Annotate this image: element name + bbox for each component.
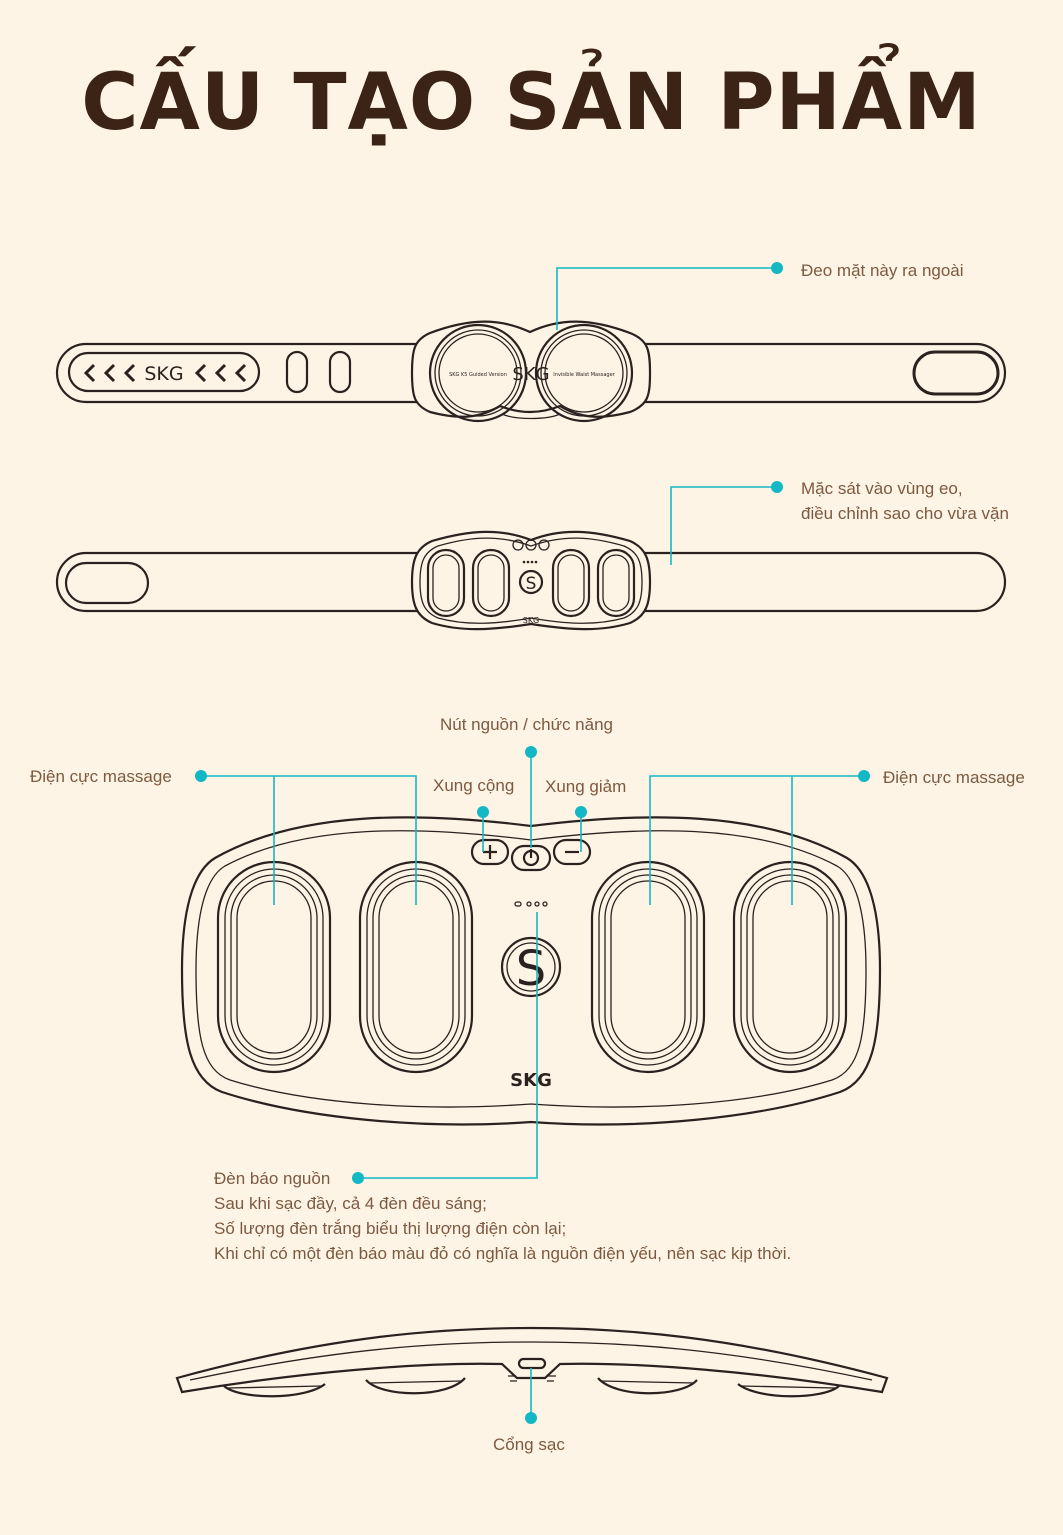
left-ring-text: SKG K5 Guided Version	[449, 372, 507, 378]
strap-brand: SKG	[144, 363, 183, 385]
belt-outer-view: SKG SKG K5 Guided Version Invisible Wais…	[55, 320, 1007, 423]
electrode-3	[590, 860, 706, 1074]
label-power-button: Nút nguồn / chức năng	[440, 715, 613, 734]
detail-brand: SKG	[510, 1070, 552, 1091]
label-charging-port: Cổng sạc	[493, 1435, 565, 1454]
small-logo: S	[526, 574, 537, 594]
label-electrode-right: Điện cực massage	[883, 768, 1025, 787]
body-brand: SKG	[512, 364, 549, 385]
label-indicator-line3: Khi chỉ có một đèn báo màu đỏ có nghĩa l…	[214, 1244, 792, 1263]
label-indicator-line2: Số lượng đèn trắng biểu thị lượng điện c…	[214, 1219, 567, 1238]
chevron-left-icon	[83, 363, 247, 383]
side-view	[175, 1326, 889, 1398]
label-indicator-title: Đèn báo nguồn	[214, 1169, 331, 1188]
belt-inner-view: S SKG	[55, 530, 1007, 631]
label-pulse-up: Xung cộng	[433, 776, 515, 795]
label-outer-face: Đeo mặt này ra ngoài	[801, 261, 964, 280]
massager-detail-view: S SKG	[180, 816, 882, 1126]
label-inner-face-2: điều chỉnh sao cho vừa vặn	[801, 504, 1009, 523]
plus-icon	[470, 838, 510, 866]
minus-icon	[552, 838, 592, 866]
electrode-4	[732, 860, 848, 1074]
label-pulse-down: Xung giảm	[545, 777, 627, 796]
small-brand: SKG	[523, 616, 540, 625]
label-electrode-left: Điện cực massage	[30, 767, 172, 786]
indicator-lights	[514, 901, 548, 907]
logo-letter: S	[516, 941, 546, 997]
page-title: CẤU TẠO SẢN PHẨM	[81, 58, 982, 148]
label-inner-face-1: Mặc sát vào vùng eo,	[801, 479, 963, 498]
right-ring-text: Invisible Waist Massager	[553, 372, 615, 378]
label-indicator-line1: Sau khi sạc đầy, cả 4 đèn đều sáng;	[214, 1194, 487, 1213]
